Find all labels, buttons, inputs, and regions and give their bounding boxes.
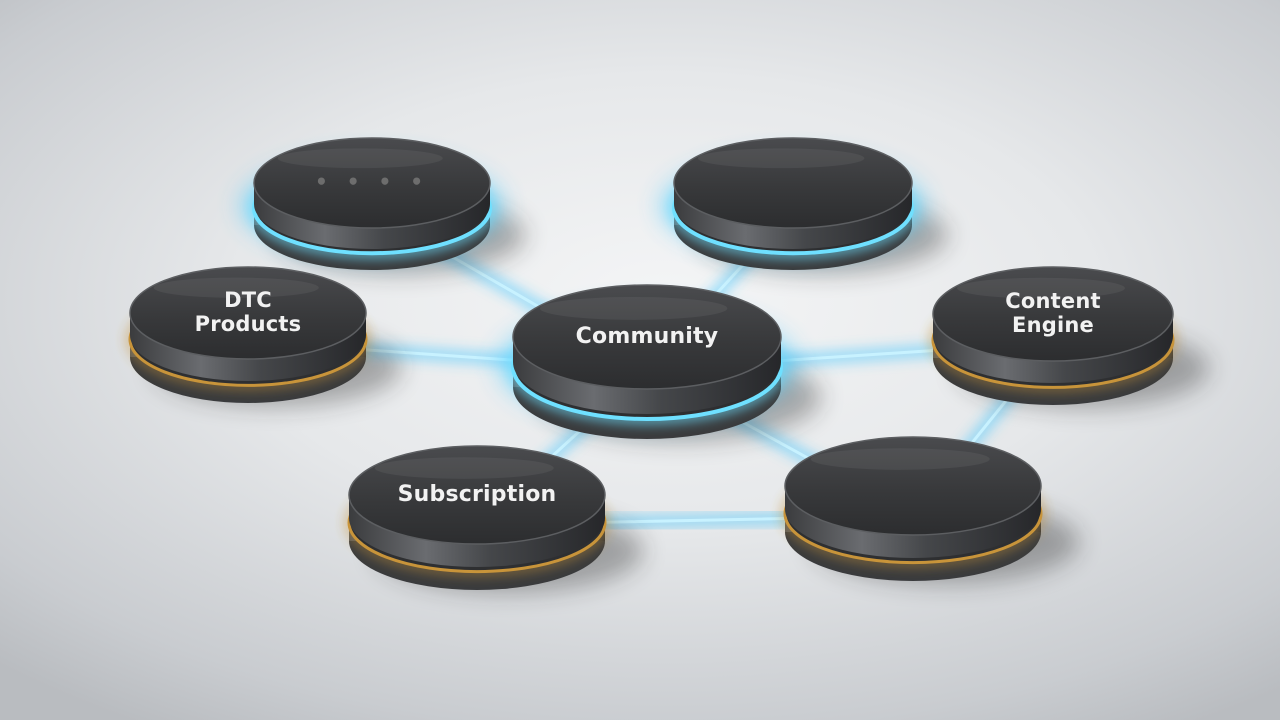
- disc-top: [129, 266, 367, 360]
- node-label: Community: [576, 324, 719, 349]
- disc-top: [253, 137, 491, 229]
- disc-highlight: [957, 277, 1125, 299]
- disc-highlight: [697, 148, 865, 169]
- disc-top: [784, 436, 1042, 536]
- disc-top: [673, 137, 913, 229]
- disc-top: [932, 266, 1174, 362]
- node-label: DTC: [224, 288, 272, 312]
- disc-highlight: [374, 457, 554, 479]
- node-label: Products: [195, 312, 302, 336]
- node-label: Subscription: [398, 482, 557, 507]
- disc-highlight: [810, 448, 990, 470]
- node-label: Content: [1005, 289, 1100, 313]
- disc-top: [512, 284, 782, 390]
- node-community: Community: [496, 284, 822, 442]
- disc-top: [348, 445, 606, 545]
- node-label: Engine: [1012, 313, 1094, 337]
- node-subscription: Subscription: [346, 445, 644, 593]
- disc-highlight: [539, 296, 728, 320]
- disc-highlight: [277, 148, 443, 169]
- node-bottom-right: [782, 436, 1080, 584]
- disc-highlight: [153, 277, 319, 298]
- node-top-left: • • • •: [239, 137, 526, 274]
- node-top-right: [659, 137, 948, 274]
- embossed-glyph: • • • •: [315, 170, 429, 194]
